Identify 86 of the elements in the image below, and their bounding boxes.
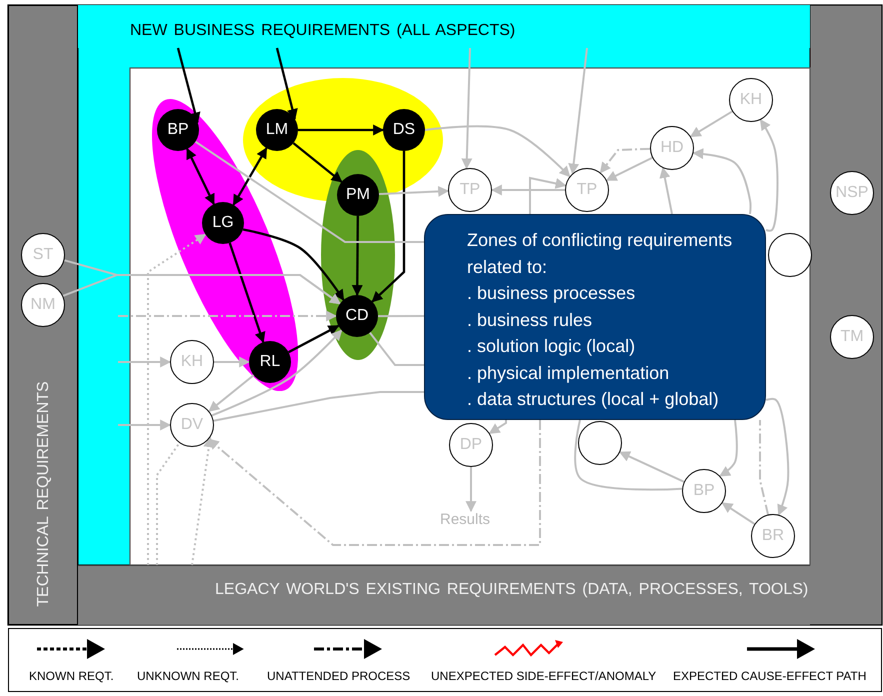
arrow — [186, 148, 215, 206]
arrow — [466, 467, 476, 512]
arrow — [568, 48, 588, 175]
arrow — [176, 48, 200, 124]
node-label: RL — [260, 352, 280, 371]
node-label: HD — [660, 139, 684, 157]
node-circle — [21, 233, 65, 277]
bottom-band — [78, 565, 810, 625]
arrow — [372, 151, 406, 302]
node-label: LG — [212, 214, 234, 232]
node-label: ST — [32, 246, 54, 264]
arrow — [288, 324, 340, 354]
arrow — [208, 374, 254, 412]
node-label: DV — [180, 416, 204, 434]
node-label: BP — [167, 120, 189, 139]
legend-label: EXPECTED CAUSE-EFFECT PATH — [673, 669, 866, 683]
node-label: KH — [740, 91, 762, 109]
panel-heading: Zones of conflicting requirements related to: — [467, 229, 734, 278]
legend-label: UNATTENDED PROCESS — [267, 669, 410, 683]
list-item: . solution logic (local) — [467, 335, 636, 358]
node-label: TM — [840, 328, 864, 346]
arrow — [242, 228, 344, 301]
connector-line — [378, 315, 424, 318]
arrow — [118, 420, 172, 430]
list-item: . data structures (local + global) — [467, 388, 720, 411]
arrow — [719, 420, 738, 477]
legend-label: KNOWN REQT. — [29, 669, 114, 683]
arrow — [298, 124, 384, 136]
arrow — [232, 147, 268, 206]
node-label: CD — [345, 307, 369, 325]
arrow — [692, 148, 752, 214]
arrow — [228, 242, 266, 344]
list-item: . physical implementation — [467, 362, 670, 385]
node-label: TP — [576, 181, 598, 199]
info-panel — [424, 214, 766, 420]
node-label: DS — [392, 121, 416, 139]
side-band — [8, 5, 78, 625]
arrow — [490, 184, 565, 196]
arrow — [292, 142, 342, 183]
arrow — [690, 110, 733, 138]
node-label: BP — [693, 482, 715, 500]
arrow — [424, 125, 570, 178]
connector-line — [574, 420, 682, 491]
node-label: PM — [346, 186, 370, 204]
arrow — [118, 310, 338, 322]
node-label: LM — [266, 121, 288, 139]
node-circle — [21, 283, 65, 327]
arrow — [214, 356, 250, 368]
arrow — [147, 234, 206, 565]
arrow — [211, 329, 342, 416]
arrow — [352, 216, 363, 296]
arrow — [488, 420, 507, 434]
arrow — [722, 502, 756, 525]
arrow — [618, 451, 684, 483]
arrow — [766, 398, 790, 516]
legend-label: UNKNOWN REQT. — [137, 669, 239, 683]
arrow — [461, 48, 472, 170]
arrow — [191, 436, 214, 566]
list-item: . business rules — [467, 308, 594, 332]
list-item: . business processes — [467, 282, 636, 305]
zone-heading: NEW BUSINESS REQUIREMENTS (ALL ASPECTS) — [130, 22, 516, 40]
node-label: DP — [460, 436, 482, 454]
arrow — [118, 356, 172, 368]
connector-line — [759, 420, 769, 515]
node-label: KH — [180, 353, 204, 371]
node-label: NM — [30, 296, 56, 314]
node-label: TP — [460, 181, 480, 199]
arrow — [529, 176, 567, 214]
arrow — [600, 148, 650, 174]
arrow — [659, 166, 673, 214]
business-zone-band — [78, 5, 810, 48]
arrow — [276, 48, 298, 120]
arrow — [62, 274, 341, 305]
arrow — [606, 156, 653, 182]
node-label: Results — [440, 511, 490, 528]
legend-label: UNEXPECTED SIDE-EFFECT/ANOMALY — [431, 669, 656, 683]
connector-line — [369, 332, 424, 366]
connector-line — [194, 140, 424, 243]
arrow — [760, 118, 778, 232]
connector-line — [156, 442, 180, 565]
band-title: TECHNICAL REQUIREMENTS — [35, 381, 53, 607]
connector-line — [213, 391, 424, 422]
band-title: LEGACY WORLD'S EXISTING REQUIREMENTS (DATA, PROCESSES, TOOLS) — [215, 581, 808, 599]
node-label: NSP — [836, 184, 868, 202]
node-label: BR — [762, 527, 784, 545]
arrow — [378, 186, 450, 197]
